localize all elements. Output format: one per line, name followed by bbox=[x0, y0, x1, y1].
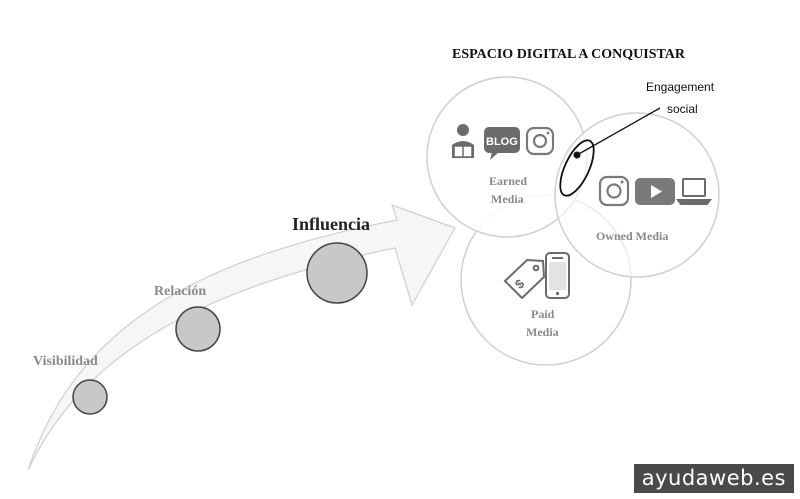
stage-label-influencia: Influencia bbox=[292, 214, 370, 234]
stage-label-relacion: Relación bbox=[154, 284, 206, 299]
stage-label-visibilidad: Visibilidad bbox=[33, 354, 98, 369]
callout-dot bbox=[573, 151, 581, 159]
earned-media-label-line2: Media bbox=[491, 192, 524, 206]
laptop-icon bbox=[676, 178, 712, 205]
growth-arrow bbox=[27, 204, 456, 471]
paid-media-label-line2: Media bbox=[526, 325, 559, 339]
blog-icon-label: BLOG bbox=[486, 136, 518, 148]
earned-media-label-line1: Earned bbox=[489, 174, 527, 188]
instagram-icon-earned bbox=[525, 126, 555, 156]
watermark: ayudaweb.es bbox=[633, 464, 794, 493]
callout-label-line1: Engagement bbox=[646, 80, 715, 94]
callout-label-line2: social bbox=[667, 102, 698, 116]
reader-icon bbox=[452, 124, 474, 158]
youtube-icon bbox=[635, 178, 675, 205]
stage-circle-influencia bbox=[306, 242, 368, 304]
stage-circle-visibilidad bbox=[72, 379, 108, 415]
paid-media-label-line1: Paid bbox=[531, 307, 555, 321]
engagement-ellipse bbox=[559, 139, 595, 197]
callout-line bbox=[576, 107, 661, 156]
owned-media-label: Owned Media bbox=[596, 229, 668, 243]
stage-circle-relacion bbox=[175, 306, 221, 352]
diagram-title: ESPACIO DIGITAL A CONQUISTAR bbox=[452, 47, 686, 62]
instagram-icon-owned bbox=[598, 175, 630, 207]
blog-icon: BLOG bbox=[484, 127, 520, 160]
smartphone-icon bbox=[545, 252, 570, 299]
